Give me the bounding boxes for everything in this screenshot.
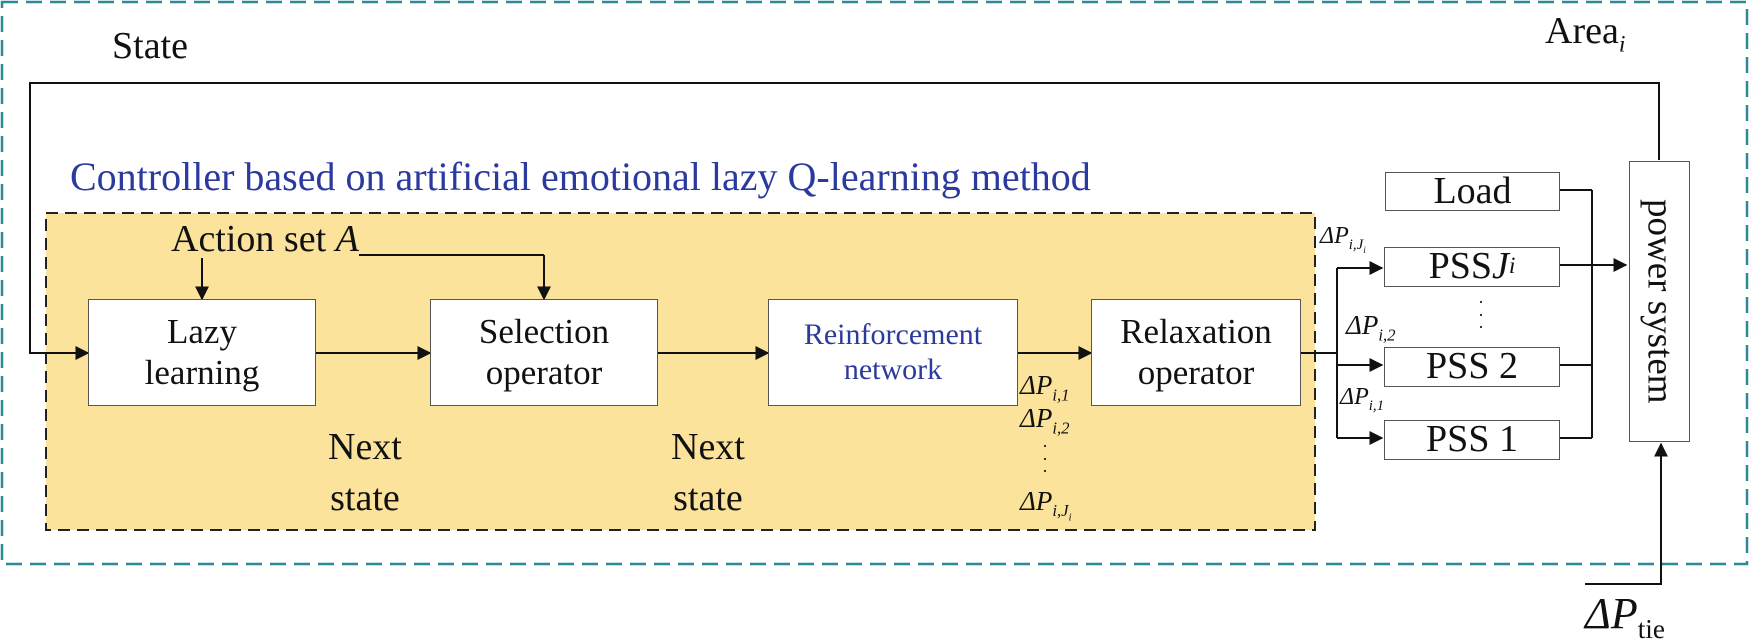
state-feedback-line xyxy=(29,82,1660,360)
delta-p-ij-input: ΔPi,Ji xyxy=(1320,223,1366,255)
area-label: Areai xyxy=(1545,10,1626,58)
delta-p-ij-output: ΔPi,Ji xyxy=(1020,486,1072,524)
power-system-block: power system xyxy=(1629,161,1690,442)
load-block: Load xyxy=(1385,170,1560,212)
tie-input-line xyxy=(1585,442,1668,585)
delta-p-i2-input: ΔPi,2 xyxy=(1346,310,1396,345)
pss-2-block: PSS 2 xyxy=(1384,345,1560,387)
delta-output-dots: · · · xyxy=(1042,436,1048,482)
action-set-label: Action set A xyxy=(171,218,359,260)
delta-p-tie-label: ΔPtie xyxy=(1585,589,1665,644)
pss-1-block: PSS 1 xyxy=(1384,418,1560,460)
controller-title: Controller based on artificial emotional… xyxy=(70,154,1091,199)
pss-dots: · · · xyxy=(1478,292,1484,338)
area-border xyxy=(0,0,1749,566)
delta-p-i1-input: ΔPi,1 xyxy=(1340,384,1385,414)
state-label: State xyxy=(112,25,188,67)
delta-p-i2-output: ΔPi,2 xyxy=(1020,403,1070,438)
delta-p-i1-output: ΔPi,1 xyxy=(1020,370,1070,405)
